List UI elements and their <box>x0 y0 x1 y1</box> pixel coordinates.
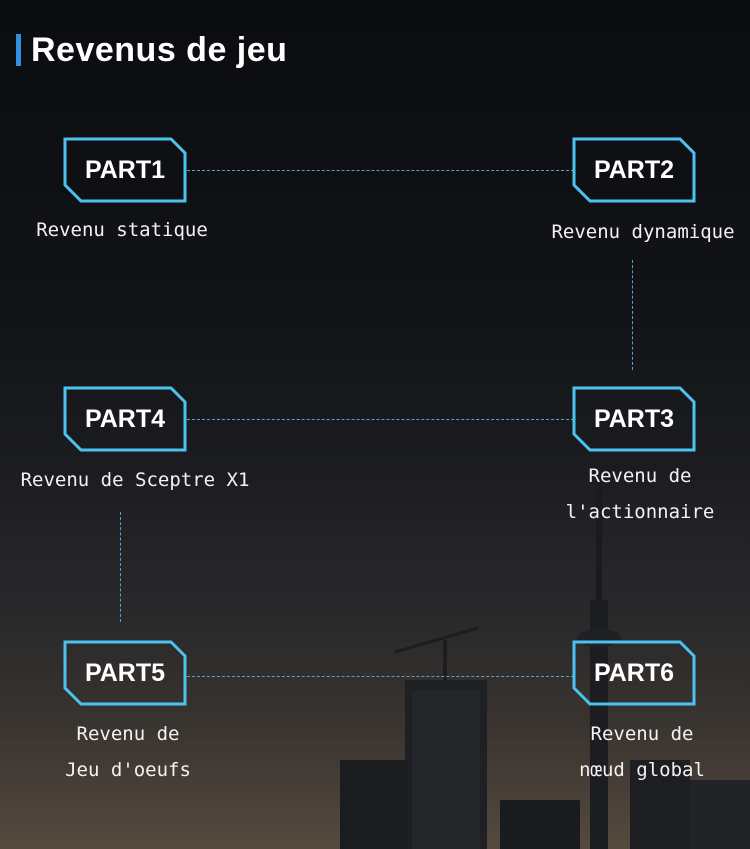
connector-part1-part2 <box>187 170 574 171</box>
part4-label: PART4 <box>84 404 166 433</box>
part1-caption: Revenu statique <box>12 212 232 248</box>
connector-part2-part3 <box>632 260 633 370</box>
part4-frame <box>63 386 187 452</box>
part1-box: PART1 <box>63 137 187 203</box>
connector-part3-part4 <box>187 419 574 420</box>
part3-box: PART3 <box>572 386 696 452</box>
part6-caption-line-1: Revenu de <box>590 723 694 745</box>
part4-caption-line: Revenu de Sceptre X1 <box>20 469 250 491</box>
part1-label: PART1 <box>84 155 166 184</box>
part4-box: PART4 <box>63 386 187 452</box>
part5-frame <box>63 640 187 706</box>
part2-box: PART2 <box>572 137 696 203</box>
title-accent-bar <box>16 34 21 66</box>
part6-caption: Revenu de nœud global <box>542 716 742 788</box>
part2-caption: Revenu dynamique <box>536 214 750 250</box>
part4-caption: Revenu de Sceptre X1 <box>0 462 270 498</box>
connector-part4-part5 <box>120 512 121 622</box>
part3-caption: Revenu de l'actionnaire <box>540 458 740 530</box>
part3-label: PART3 <box>593 404 675 433</box>
part2-frame <box>572 137 696 203</box>
page-title: Revenus de jeu <box>31 30 288 69</box>
part5-caption-line-1: Revenu de <box>76 723 180 745</box>
connector-part5-part6 <box>187 676 574 677</box>
part1-caption-line: Revenu statique <box>36 219 208 241</box>
part2-label: PART2 <box>593 155 675 184</box>
part6-label: PART6 <box>593 658 675 687</box>
part3-caption-line-2: l'actionnaire <box>565 501 715 523</box>
part5-caption: Revenu de Jeu d'oeufs <box>28 716 228 788</box>
part3-caption-line-1: Revenu de <box>588 465 692 487</box>
part1-frame <box>63 137 187 203</box>
part3-frame <box>572 386 696 452</box>
page-title-group: Revenus de jeu <box>16 30 288 69</box>
part6-frame <box>572 640 696 706</box>
part6-caption-line-2: nœud global <box>579 759 705 781</box>
part5-box: PART5 <box>63 640 187 706</box>
part5-label: PART5 <box>84 658 166 687</box>
part2-caption-line: Revenu dynamique <box>551 221 735 243</box>
part6-box: PART6 <box>572 640 696 706</box>
part5-caption-line-2: Jeu d'oeufs <box>65 759 191 781</box>
